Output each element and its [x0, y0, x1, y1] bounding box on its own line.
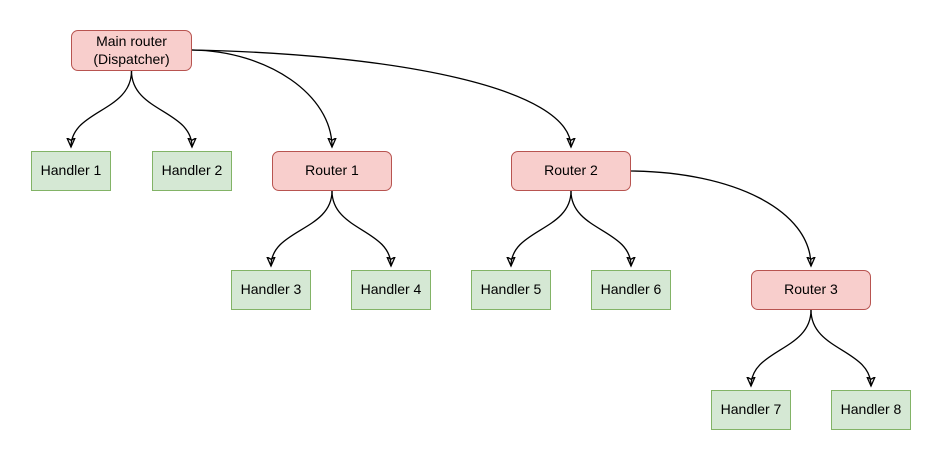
edge-main-router-to-handler-2	[130, 70, 193, 147]
node-handler-4[interactable]: Handler 4	[351, 270, 431, 310]
node-handler-8[interactable]: Handler 8	[831, 390, 911, 430]
node-main-router[interactable]: Main router (Dispatcher)	[71, 30, 192, 71]
edge-router-2-to-handler-6	[570, 190, 631, 266]
node-handler-3[interactable]: Handler 3	[231, 270, 311, 310]
edge-router-1-to-handler-3	[271, 190, 333, 266]
edge-router-1-to-handler-4	[331, 190, 391, 266]
edge-main-router-to-router-2	[191, 49, 571, 147]
edge-main-router-to-handler-1	[71, 70, 133, 147]
edge-main-router-to-router-1	[191, 49, 332, 147]
edge-router-2-to-handler-5	[511, 190, 572, 266]
node-handler-2[interactable]: Handler 2	[152, 151, 232, 191]
edge-router-2-to-router-3	[630, 170, 811, 266]
node-handler-6[interactable]: Handler 6	[591, 270, 671, 310]
node-router-3[interactable]: Router 3	[751, 270, 871, 310]
node-handler-7[interactable]: Handler 7	[711, 390, 791, 430]
edge-router-3-to-handler-7	[751, 309, 812, 386]
node-handler-5[interactable]: Handler 5	[471, 270, 551, 310]
node-router-1[interactable]: Router 1	[272, 151, 392, 191]
node-router-2[interactable]: Router 2	[511, 151, 631, 191]
node-handler-1[interactable]: Handler 1	[31, 151, 111, 191]
edge-router-3-to-handler-8	[810, 309, 871, 386]
